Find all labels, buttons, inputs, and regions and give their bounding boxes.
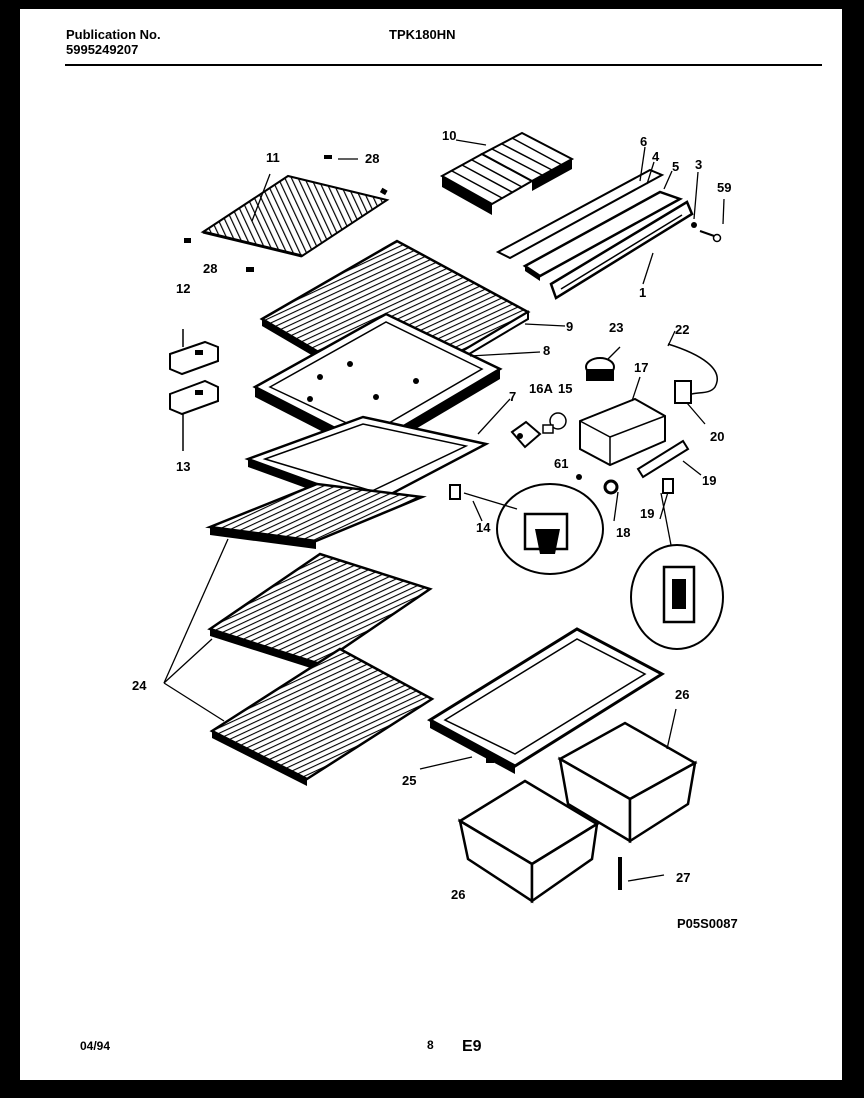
part-28-clips [184, 155, 388, 272]
part-label: 4 [652, 149, 660, 164]
part-label: 26 [675, 687, 689, 702]
part-label: 28 [365, 151, 379, 166]
part-label: 27 [676, 870, 690, 885]
part-26-crisper-drawers [457, 721, 698, 904]
part-label: 9 [566, 319, 573, 334]
part-label: 13 [176, 459, 190, 474]
part-label: 61 [554, 456, 568, 471]
part-label: 20 [710, 429, 724, 444]
part-label: 14 [476, 520, 491, 535]
part-label: 28 [203, 261, 217, 276]
part-label: 26 [451, 887, 465, 902]
part-label: 59 [717, 180, 731, 195]
part-10-ice-trays [439, 131, 575, 215]
publication-number: 5995249207 [66, 42, 139, 57]
part-label: 7 [509, 389, 516, 404]
figure-code: P05S0087 [677, 916, 738, 931]
part-24-shelves [205, 482, 435, 786]
part-label: 1 [639, 285, 646, 300]
footer-date: 04/94 [80, 1039, 111, 1053]
part-label: 22 [675, 322, 689, 337]
part-label: 25 [402, 773, 416, 788]
exploded-view-diagram: 11 28 10 6 4 5 3 59 1 28 12 13 9 8 7 23 … [132, 128, 738, 931]
part-11-wire-grille [200, 174, 390, 258]
publication-label: Publication No. [66, 27, 161, 42]
leader-lines [163, 139, 725, 882]
part-label: 3 [695, 157, 702, 172]
part-label: 19 [640, 506, 654, 521]
footer-page: 8 [427, 1038, 434, 1052]
part-label: 5 [672, 159, 679, 174]
part-lamp-and-control-group [510, 343, 718, 495]
part-label: 11 [266, 150, 280, 165]
part-label: 15 [558, 381, 572, 396]
part-label: 17 [634, 360, 648, 375]
part-label: 23 [609, 320, 623, 335]
part-label: 16A [529, 381, 553, 396]
part-25-crisper-cover [427, 627, 666, 774]
parts-diagram-page: Publication No. 5995249207 TPK180HN [20, 9, 842, 1080]
part-label: 6 [640, 134, 647, 149]
model-number: TPK180HN [389, 27, 456, 42]
header-rule [65, 64, 822, 66]
part-label: 12 [176, 281, 190, 296]
part-12-13-bins [169, 329, 219, 451]
part-labels: 11 28 10 6 4 5 3 59 1 28 12 13 9 8 7 23 … [132, 128, 738, 931]
part-label: 24 [132, 678, 147, 693]
part-label: 18 [616, 525, 630, 540]
part-label: 19 [702, 473, 716, 488]
footer-section: E9 [462, 1038, 482, 1055]
part-label: 10 [442, 128, 456, 143]
part-label: 8 [543, 343, 550, 358]
part-14-19-switches [449, 478, 724, 650]
part-1-6-rails [495, 168, 722, 300]
